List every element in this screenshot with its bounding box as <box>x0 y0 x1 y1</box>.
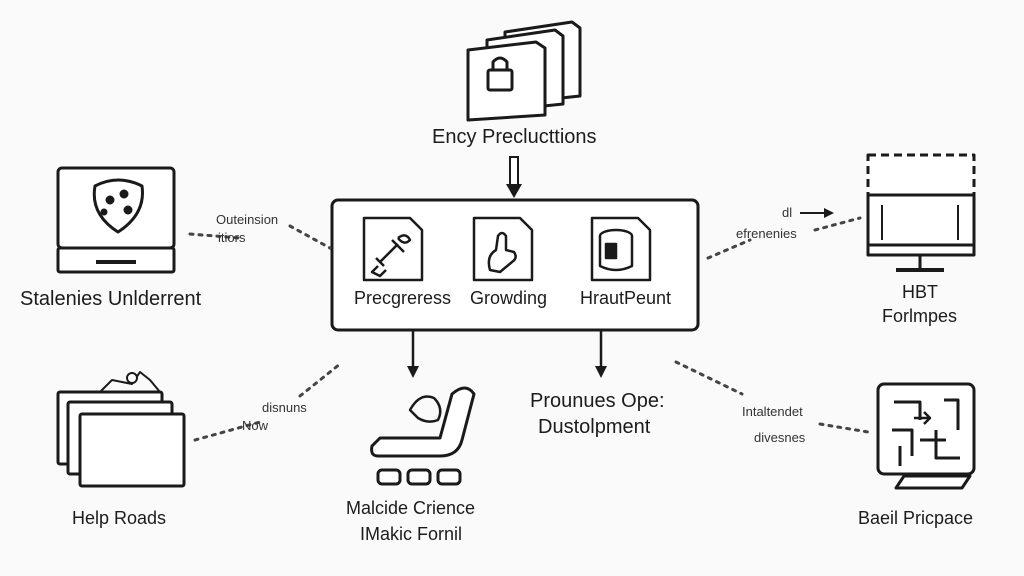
hand-document-icon <box>472 216 534 282</box>
arrow-hub-to-bottom-right <box>595 331 607 378</box>
hub-module-2-label: Growding <box>470 288 548 308</box>
stacked-folders-lock-icon <box>466 20 582 122</box>
hub-module-1-label: Precgreress <box>354 288 452 308</box>
bottom-right-node-label-2: Dustolpment <box>538 416 651 438</box>
bottom-left-node-label-2: IMakic Fornil <box>360 524 463 544</box>
right-top-connector-line-2: efrenenies <box>736 226 797 241</box>
arrow-right-top-connector <box>800 208 834 218</box>
database-document-icon <box>590 216 652 282</box>
arrow-top-to-hub <box>506 156 522 198</box>
maze-puzzle-icon <box>876 382 976 490</box>
server-rack-icon <box>866 153 976 272</box>
left-bottom-connector-line-1: disnuns <box>262 400 307 415</box>
left-top-connector-line-1: Outeinsion <box>216 212 279 227</box>
left-bottom-node-label: Help Roads <box>72 508 167 528</box>
right-top-node-label-1: HBT <box>902 282 938 302</box>
arrow-hub-to-bottom-left <box>407 331 419 378</box>
stacked-screens-icon <box>56 371 186 488</box>
connector-right-bottom <box>674 360 870 434</box>
connector-right-top <box>706 216 862 260</box>
left-bottom-connector-line-2: Now <box>242 418 269 433</box>
top-node-label: Ency Preclucttions <box>432 126 597 148</box>
right-top-node-label-2: Forlmpes <box>882 306 958 326</box>
right-bottom-node-label: Baeil Pricpace <box>858 508 974 528</box>
reclining-chair-icon <box>370 386 476 486</box>
dashed-connectors <box>188 216 870 442</box>
connector-left-top <box>188 224 332 250</box>
bottom-left-node-label-1: Malcide Crience <box>346 498 476 518</box>
connector-left-bottom <box>193 362 342 442</box>
bottom-right-node-label-1: Prounues Ope: <box>530 390 665 412</box>
monitor-shield-icon <box>56 166 176 274</box>
right-bottom-connector-line-2: divesnes <box>754 430 806 445</box>
left-top-node-label: Stalenies Unlderrent <box>20 288 202 310</box>
right-top-connector-line-1: dl <box>782 205 793 220</box>
right-bottom-connector-line-1: Intaltendet <box>742 404 803 419</box>
wrench-document-icon <box>362 216 424 282</box>
left-top-connector-line-2: itiors <box>218 230 246 245</box>
hub-module-3-label: HrautPeunt <box>580 288 672 308</box>
